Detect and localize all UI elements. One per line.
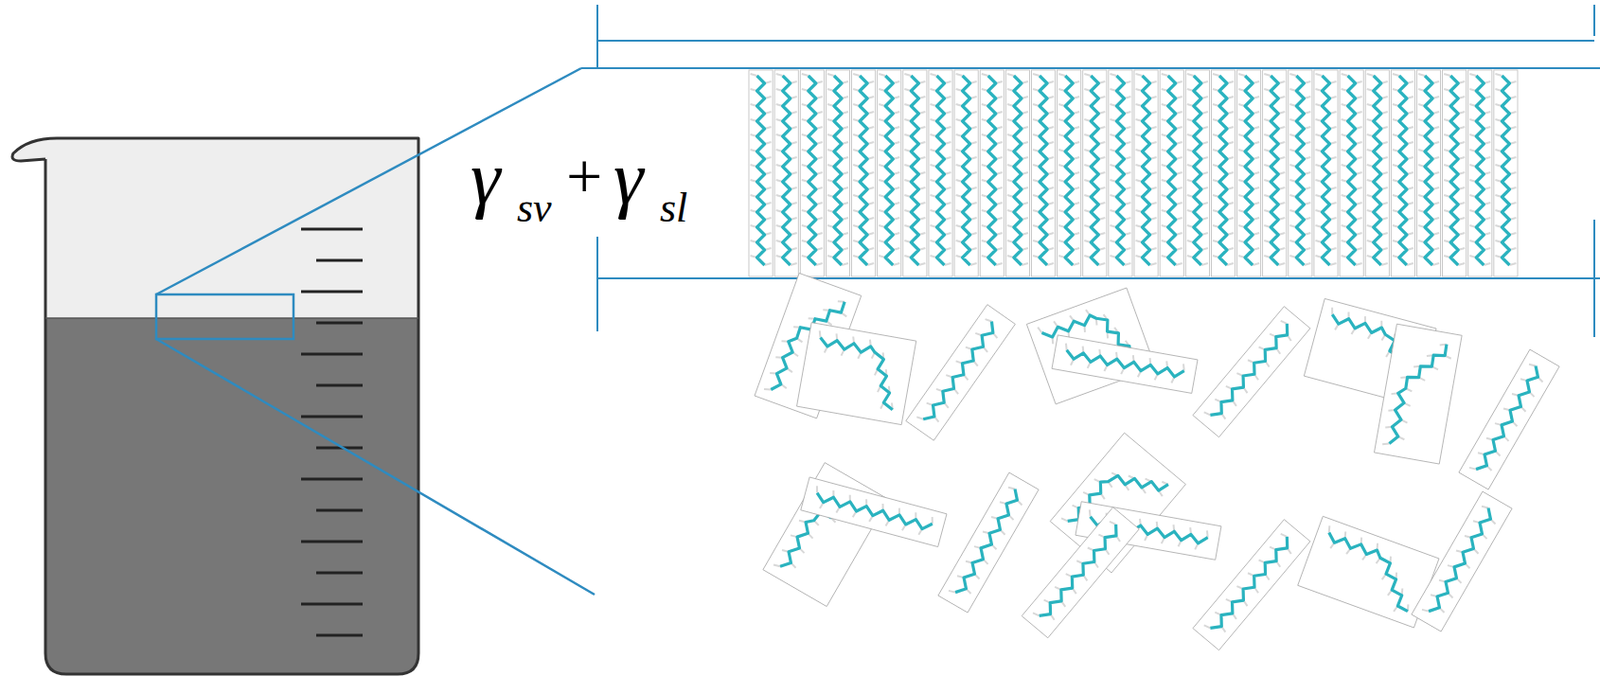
- zoom-callout: [156, 68, 595, 595]
- subscript: sl: [659, 187, 688, 230]
- zoom-frame: [581, 4, 1600, 338]
- gamma-symbol: γ: [613, 140, 644, 216]
- gamma-symbol: γ: [470, 140, 501, 216]
- liquid: [45, 318, 419, 675]
- beaker: [12, 138, 419, 675]
- ordered-chains: [748, 70, 1518, 277]
- disordered-chains: [754, 272, 1560, 650]
- plus-sign: +: [566, 143, 603, 209]
- subscript: sv: [516, 187, 552, 230]
- graduation-marks: [301, 229, 363, 636]
